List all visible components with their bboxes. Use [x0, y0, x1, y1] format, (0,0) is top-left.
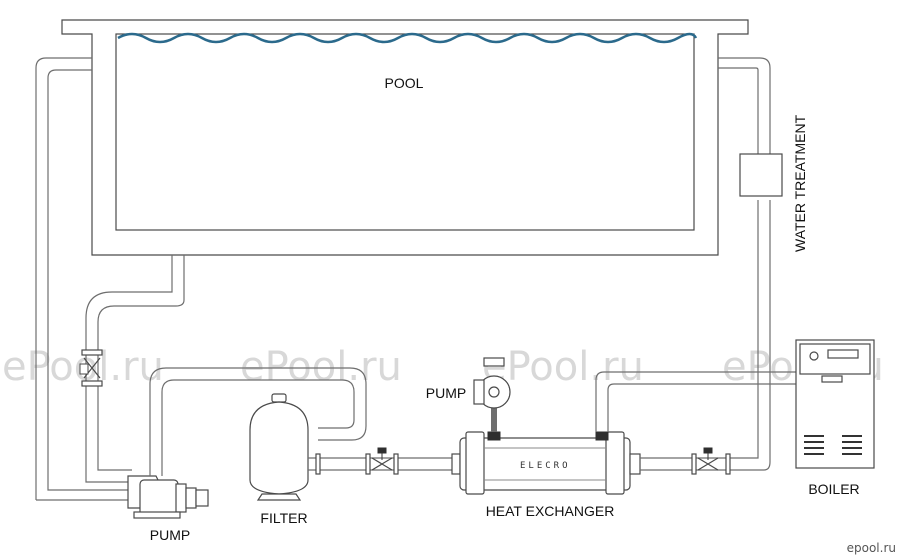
water-surface: [117, 32, 698, 44]
boiler-label: BOILER: [808, 481, 859, 497]
water-treatment-unit: [739, 153, 783, 197]
watermark: ePool.ru: [482, 344, 644, 390]
watermark: ePool.ru: [240, 344, 402, 390]
left-return-pipe: [35, 57, 132, 501]
vent-grille-right: [842, 435, 862, 455]
exchanger-brand: ELECRO: [520, 461, 571, 471]
sand-filter: FILTER: [249, 393, 309, 526]
filter-to-exchanger-pipe: [308, 447, 461, 475]
boiler-loop-pipe: [595, 371, 796, 432]
exchanger-to-return-pipe: [640, 200, 771, 475]
heat-exchanger: ELECRO HEAT EXCHANGER: [459, 431, 641, 519]
circulation-pump: PUMP: [426, 357, 511, 432]
pool-basin: POOL: [61, 19, 749, 256]
filter-label: FILTER: [260, 510, 307, 526]
valve-icon: [83, 357, 101, 379]
heat-exchanger-label: HEAT EXCHANGER: [486, 503, 615, 519]
pump-to-filter-pipe: [149, 367, 367, 476]
main-pump-label: PUMP: [150, 527, 190, 543]
main-pump: PUMP: [127, 475, 209, 543]
water-treatment-label: WATER TREATMENT: [792, 114, 808, 252]
right-return-pipe: WATER TREATMENT: [718, 57, 808, 252]
boiler: BOILER: [795, 339, 875, 497]
site-mark: epool.ru: [847, 541, 896, 555]
circulation-pump-label: PUMP: [426, 385, 466, 401]
suction-pipe: [79, 255, 185, 483]
pool-label: POOL: [385, 75, 424, 91]
vent-grille-left: [804, 435, 824, 455]
